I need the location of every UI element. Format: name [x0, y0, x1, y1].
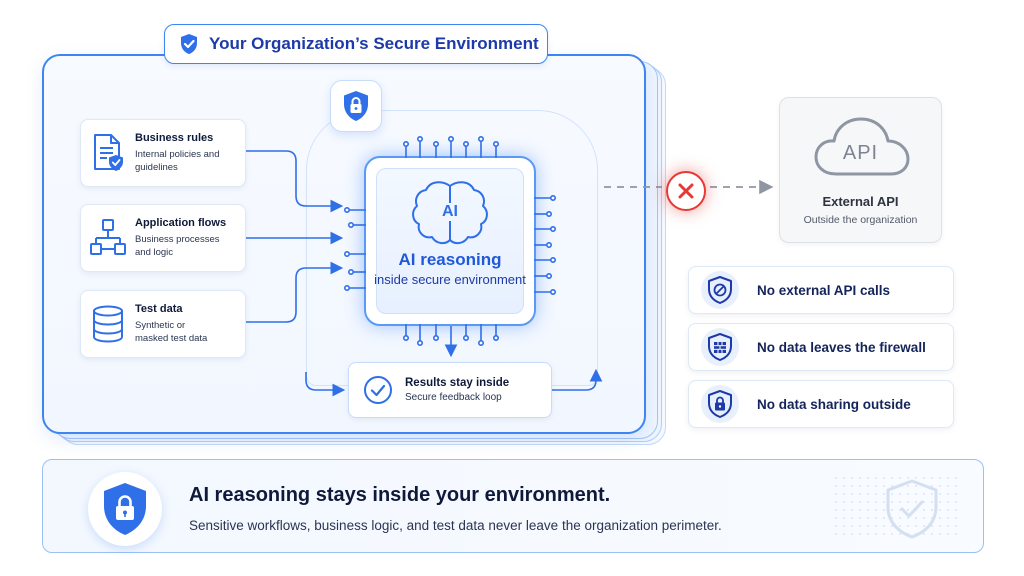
environment-title-text: Your Organization’s Secure Environment: [209, 34, 539, 53]
external-api-desc: Outside the organization: [803, 214, 918, 226]
firewall-shield-icon: [701, 328, 739, 366]
core-title: AI reasoning: [398, 250, 502, 269]
input-card-title: Application flows: [135, 217, 227, 229]
check-circle-icon: [363, 375, 393, 405]
chip-inner-panel: [376, 168, 524, 314]
banner-title: AI reasoning stays inside your environme…: [189, 484, 611, 506]
shield-check-icon: [179, 33, 199, 55]
banner-lock-shield-icon: [88, 472, 162, 546]
input-card-desc: Internal policies and guidelines: [135, 149, 220, 173]
rule-text: No external API calls: [757, 282, 891, 298]
environment-title: Your Organization’s Secure Environment: [164, 24, 548, 64]
rule-text: No data sharing outside: [757, 396, 911, 412]
flowchart-icon: [81, 205, 135, 271]
results-desc: Secure feedback loop: [405, 392, 502, 403]
external-api-card: API External API Outside the organizatio…: [779, 97, 942, 243]
blocked-x-icon: [666, 171, 706, 211]
database-icon: [81, 291, 135, 357]
results-stay-inside-card: Results stay inside Secure feedback loop: [348, 362, 552, 418]
input-card-title: Business rules: [135, 132, 214, 144]
core-subtitle: inside secure environment: [374, 272, 526, 287]
input-card-application-flows: Application flows Business processes and…: [80, 204, 246, 272]
input-card-business-rules: Business rules Internal policies and gui…: [80, 119, 246, 187]
chip-ai-label: AI: [430, 203, 470, 221]
rule-text: No data leaves the firewall: [757, 339, 926, 355]
summary-banner: AI reasoning stays inside your environme…: [42, 459, 984, 553]
input-card-desc: Synthetic or masked test data: [135, 320, 208, 344]
cloud-icon: [810, 112, 914, 182]
banner-desc: Sensitive workflows, business logic, and…: [189, 518, 722, 533]
lock-shield-icon: [330, 80, 382, 132]
rule-no-data-leaves-firewall: No data leaves the firewall: [688, 323, 954, 371]
rule-no-external-api-calls: No external API calls: [688, 266, 954, 314]
lock-shield-icon: [701, 385, 739, 423]
document-shield-icon: [81, 120, 135, 186]
no-symbol-icon: [701, 271, 739, 309]
ai-reasoning-chip: [364, 156, 536, 326]
rule-no-data-sharing-outside: No data sharing outside: [688, 380, 954, 428]
cloud-api-label: API: [842, 142, 879, 164]
input-card-test-data: Test data Synthetic or masked test data: [80, 290, 246, 358]
input-card-desc: Business processes and logic: [135, 234, 220, 258]
external-api-title: External API: [822, 194, 899, 209]
input-card-title: Test data: [135, 303, 183, 315]
results-title: Results stay inside: [405, 377, 510, 389]
watermark-shield-check-icon: [884, 478, 940, 540]
